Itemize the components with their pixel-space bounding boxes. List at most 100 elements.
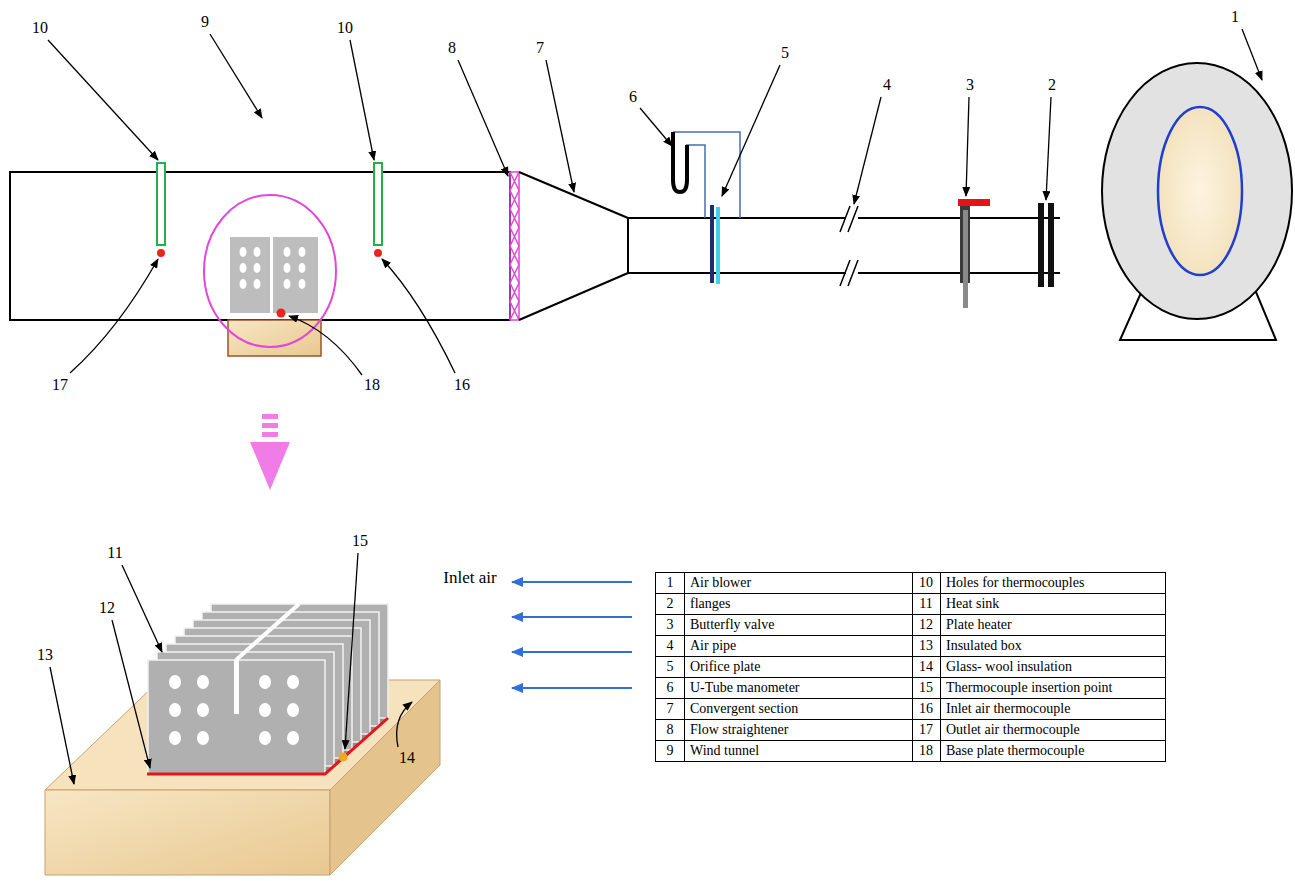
flow-straightener-part bbox=[510, 172, 519, 320]
inlet-air-arrows-part bbox=[512, 581, 632, 583]
heat-sink-small-part bbox=[240, 247, 306, 289]
callout-number: 6 bbox=[629, 88, 637, 106]
zoom-arrow-part bbox=[262, 423, 278, 428]
callout-number: 7 bbox=[536, 39, 544, 57]
callout-number: 1 bbox=[1231, 8, 1239, 26]
heat-sink-part bbox=[236, 604, 299, 660]
leader-lines-part bbox=[350, 40, 374, 160]
air-pipe bbox=[628, 206, 1060, 286]
leader-lines-part bbox=[458, 60, 508, 176]
callout-number: 12 bbox=[99, 599, 115, 617]
table-number: 11 bbox=[919, 596, 932, 611]
thermocouple-holes-part bbox=[157, 163, 165, 245]
heat-sink-part-part bbox=[197, 731, 209, 745]
callout-number: 3 bbox=[966, 76, 974, 94]
table-cell: Inlet air thermocouple bbox=[946, 701, 1070, 716]
legend-table-part-part bbox=[655, 593, 1166, 594]
heat-sink-part-part bbox=[259, 731, 271, 745]
heat-sink-part-part bbox=[287, 675, 299, 689]
callout-number: 5 bbox=[781, 44, 789, 62]
table-number: 16 bbox=[919, 701, 933, 716]
legend-table bbox=[655, 572, 1166, 762]
legend-table-part bbox=[940, 572, 941, 762]
table-number: 9 bbox=[667, 743, 674, 758]
orifice-plate-part bbox=[710, 205, 714, 283]
heat-sink-small-part-part bbox=[299, 279, 306, 289]
heat-sink-part-part bbox=[259, 675, 271, 689]
table-number: 6 bbox=[667, 680, 674, 695]
table-cell: Heat sink bbox=[946, 596, 999, 611]
air-pipe-part bbox=[840, 206, 858, 286]
heat-sink-part-part bbox=[169, 703, 181, 717]
table-number: 7 bbox=[667, 701, 674, 716]
table-cell: Wind tunnel bbox=[690, 743, 759, 758]
heat-sink-part-part bbox=[148, 660, 325, 774]
leader-lines-part bbox=[48, 40, 158, 160]
heat-sink-part-part bbox=[259, 703, 271, 717]
table-cell: Air blower bbox=[690, 575, 751, 590]
leader-lines-part bbox=[397, 702, 412, 747]
heat-sink-small-part bbox=[230, 237, 270, 313]
zoom-arrow-part bbox=[262, 432, 278, 437]
callout-number: 18 bbox=[364, 376, 380, 394]
butterfly-valve bbox=[958, 199, 990, 308]
inlet-air-arrows-part bbox=[512, 651, 632, 653]
butterfly-valve-part bbox=[963, 210, 968, 308]
legend-table-part-part bbox=[655, 635, 1166, 636]
table-number: 18 bbox=[919, 743, 933, 758]
legend-table-part-part bbox=[655, 677, 1166, 678]
u-tube-manometer-part bbox=[673, 132, 687, 192]
leader-lines-part bbox=[70, 259, 158, 373]
table-cell: Insulated box bbox=[946, 638, 1022, 653]
leader-lines-part bbox=[1046, 97, 1051, 200]
leader-lines-part bbox=[50, 667, 74, 784]
leader-lines bbox=[48, 29, 1262, 784]
thermocouple-holes-part bbox=[157, 249, 165, 257]
heat-sink-small-part bbox=[277, 309, 286, 318]
air-blower-part bbox=[1158, 107, 1242, 275]
orifice-plate bbox=[710, 205, 720, 284]
leader-lines-part bbox=[122, 565, 162, 652]
flanges bbox=[1038, 203, 1054, 287]
heat-sink-small-part bbox=[204, 195, 336, 347]
wind-tunnel bbox=[10, 172, 510, 320]
callout-number: 10 bbox=[337, 19, 353, 37]
table-cell: Convergent section bbox=[690, 701, 798, 716]
table-cell: Glass- wool insulation bbox=[946, 659, 1072, 674]
table-number: 4 bbox=[667, 638, 674, 653]
flow-straightener-part bbox=[510, 172, 519, 320]
legend-table-part bbox=[655, 594, 1166, 741]
legend-table-part-part bbox=[655, 656, 1166, 657]
zoom-arrow-part bbox=[262, 414, 278, 419]
heat-sink-small-part-part bbox=[240, 279, 247, 289]
heat-sink-part-part bbox=[169, 675, 181, 689]
callout-number: 15 bbox=[352, 532, 368, 550]
thermocouple-holes-part bbox=[374, 163, 382, 245]
table-number: 13 bbox=[919, 638, 933, 653]
thermocouple-holes-part bbox=[374, 249, 382, 257]
heat-sink-part-part bbox=[197, 703, 209, 717]
table-number: 5 bbox=[667, 659, 674, 674]
table-cell: Plate heater bbox=[946, 617, 1012, 632]
callout-number: 8 bbox=[448, 39, 456, 57]
callout-number: 11 bbox=[107, 544, 122, 562]
convergent-section bbox=[519, 172, 628, 320]
table-cell: Outlet air thermocouple bbox=[946, 722, 1080, 737]
heat-sink-small-part bbox=[228, 320, 321, 356]
legend-table-part bbox=[684, 572, 685, 762]
heat-sink-small-part-part bbox=[254, 263, 261, 273]
table-cell: Base plate thermocouple bbox=[946, 743, 1084, 758]
flow-straightener bbox=[510, 172, 519, 320]
callout-number: 17 bbox=[52, 376, 68, 394]
zoom-arrow-part bbox=[250, 442, 290, 490]
heat-sink-part bbox=[339, 753, 348, 762]
callout-number: 10 bbox=[32, 19, 48, 37]
heat-sink-part-part bbox=[197, 675, 209, 689]
butterfly-valve-part bbox=[958, 199, 990, 206]
table-cell: Flow straightener bbox=[690, 722, 788, 737]
heat-sink-part bbox=[169, 675, 299, 745]
table-cell: Thermocouple insertion point bbox=[946, 680, 1112, 695]
inlet-air-arrows-part bbox=[512, 616, 632, 618]
callout-number: 14 bbox=[399, 749, 415, 767]
